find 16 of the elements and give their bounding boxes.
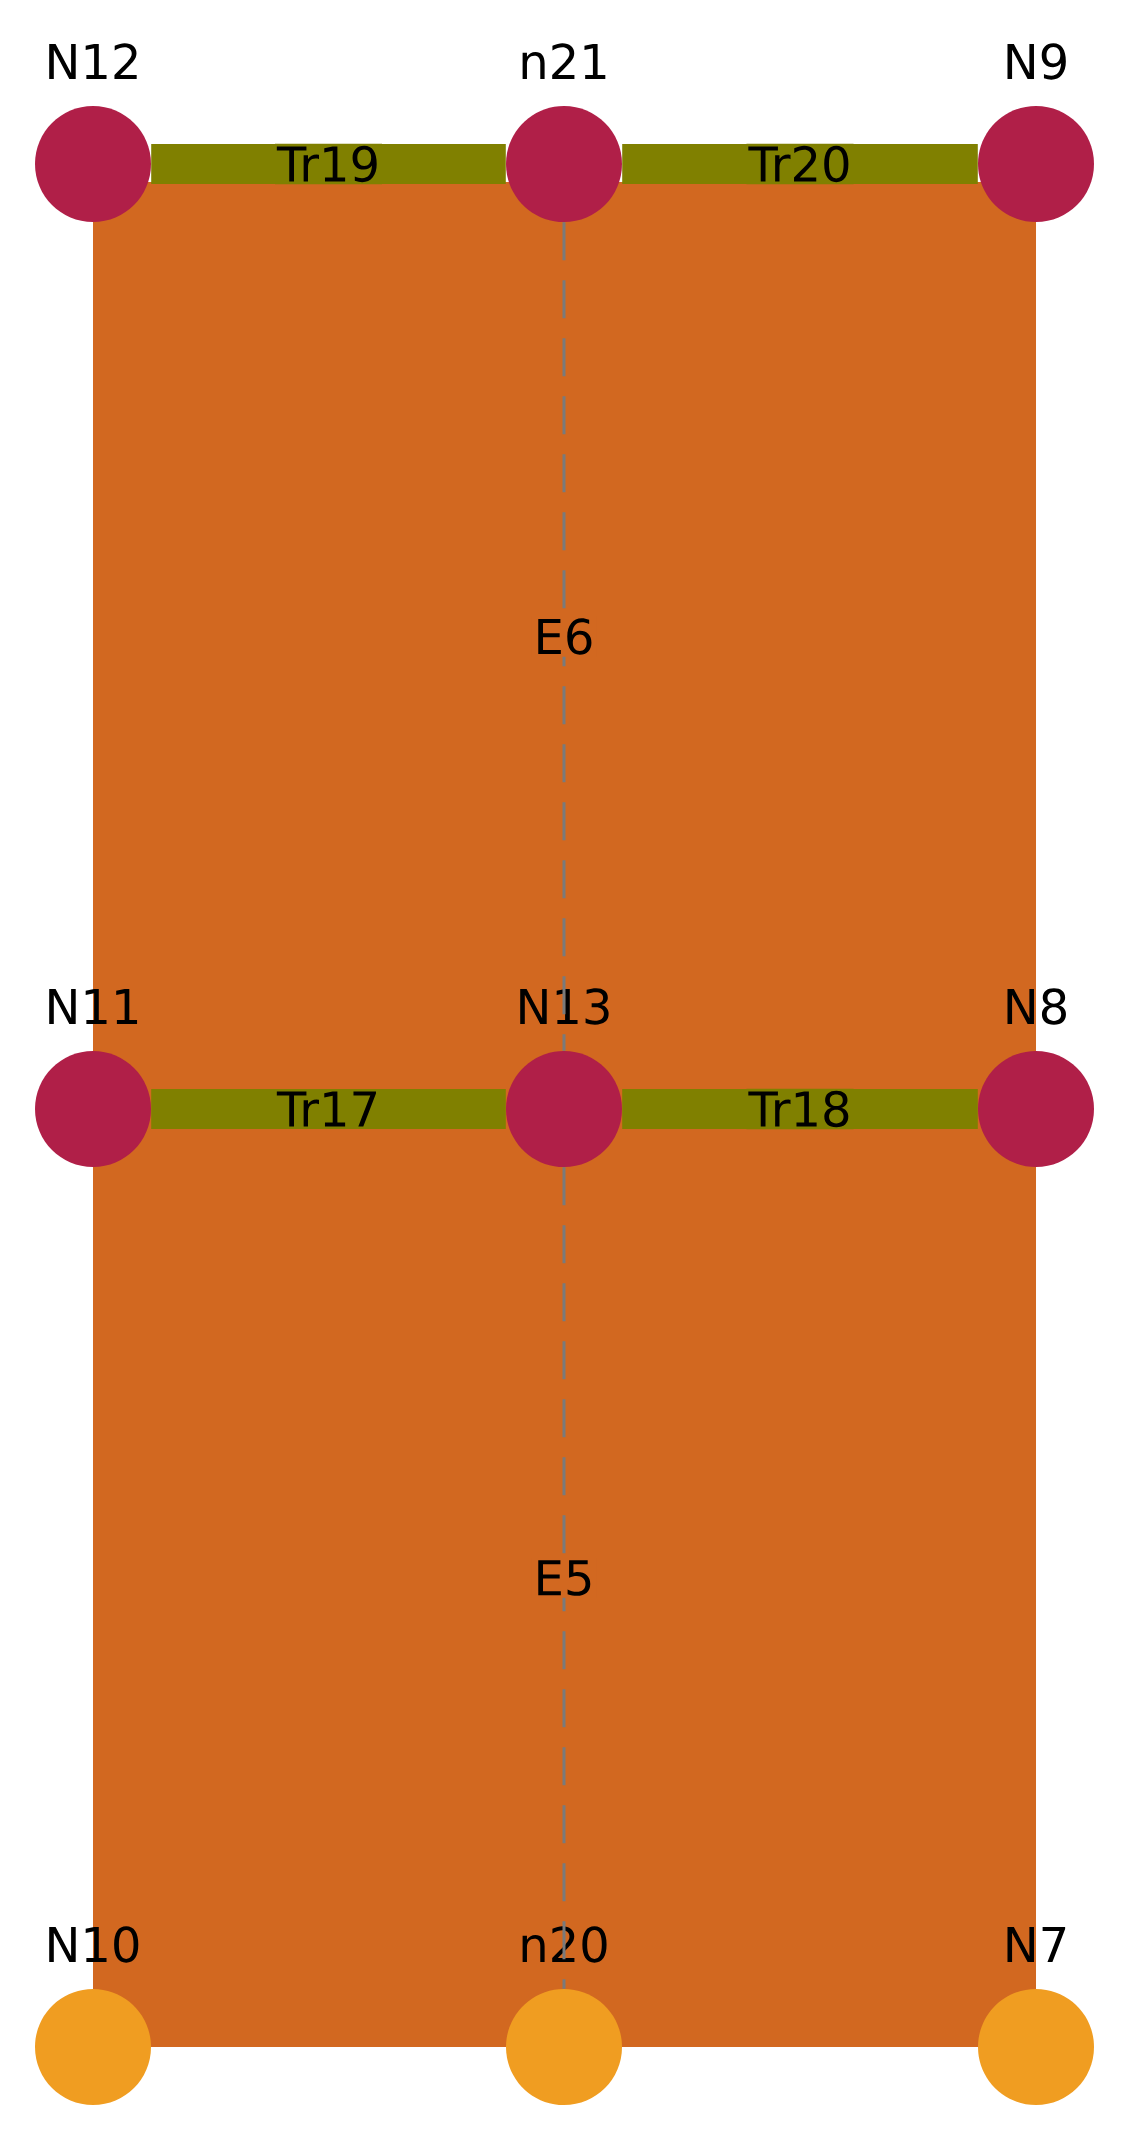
node-label: N13 (520, 988, 609, 1025)
edge-label: Tr20 (746, 143, 854, 185)
node-label: n20 (522, 1926, 607, 1963)
node-label: N9 (1007, 43, 1066, 80)
edge-label: E5 (531, 1558, 597, 1598)
node-label: N12 (49, 43, 137, 79)
edge-line (562, 222, 566, 1051)
edge-label: Tr18 (746, 1088, 854, 1130)
edge-label: E6 (531, 616, 597, 657)
edge-line (562, 1167, 566, 1989)
node-label: N7 (1007, 1927, 1066, 1962)
element-band (151, 1089, 506, 1129)
edge-label: Tr17 (274, 1089, 383, 1129)
node-label: n21 (522, 43, 606, 79)
node-label: N11 (49, 989, 138, 1024)
edge-label: Tr19 (274, 143, 383, 185)
